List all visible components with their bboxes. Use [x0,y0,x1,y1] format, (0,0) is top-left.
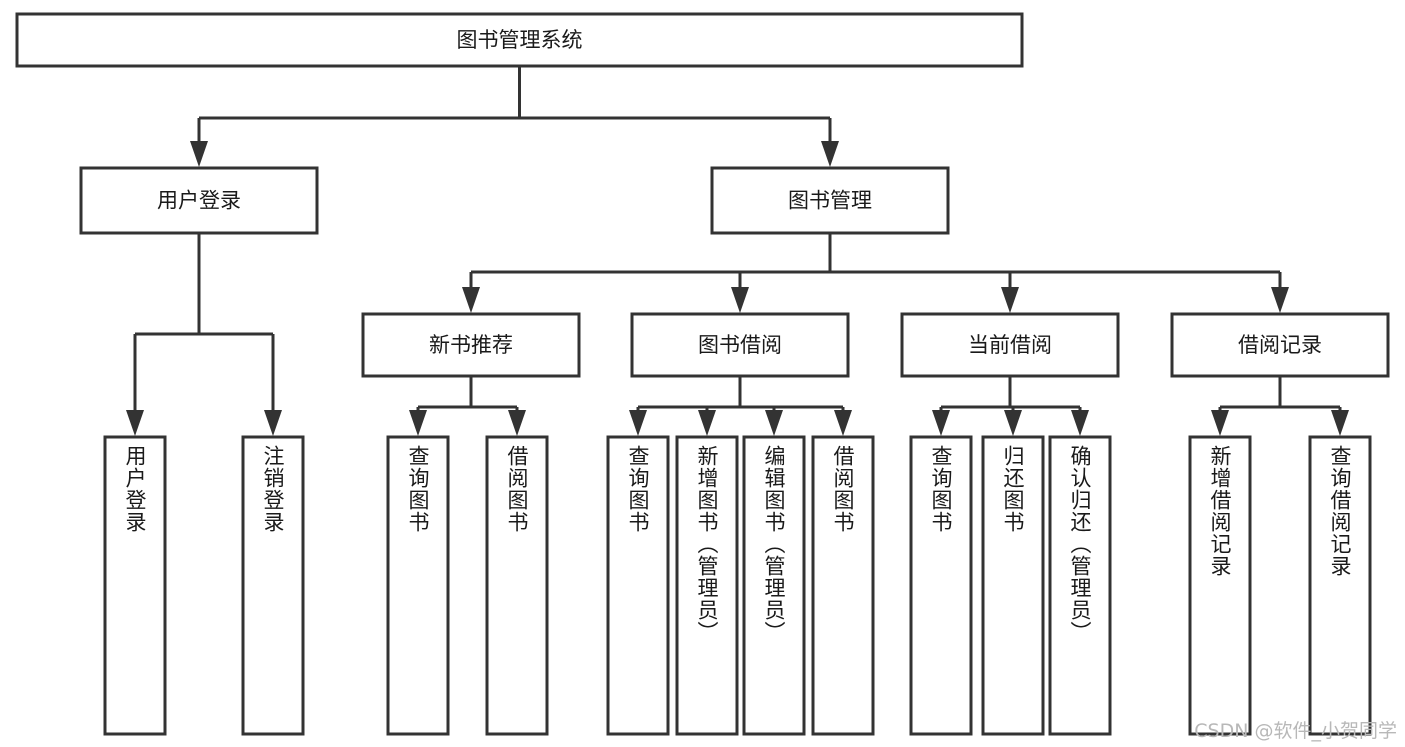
leaf-label-wrap: 用户登录 [123,445,148,533]
node-l-query-book-3[interactable]: 查询图书 [909,435,973,736]
node-n-book-manage[interactable]: 图书管理 [710,166,950,235]
leaf-label: 注销登录 [261,445,286,533]
arrow-head-icon [821,141,839,167]
arrow-head-icon [190,141,208,167]
node-l-add-book[interactable]: 新增图书（管理员） [675,435,739,736]
arrow-head-icon [264,410,282,436]
leaf-label: 编辑图书（管理员） [762,445,787,643]
node-label: 图书管理 [788,189,872,213]
arrow-head-icon [765,410,783,436]
node-label: 新书推荐 [429,333,513,357]
leaf-label: 借阅图书 [831,445,856,533]
node-n-new-book-rec[interactable]: 新书推荐 [361,312,581,378]
node-l-user-logout[interactable]: 注销登录 [241,435,305,736]
arrow-head-icon [462,287,480,313]
arrow-head-icon [1211,410,1229,436]
node-l-query-book-2[interactable]: 查询图书 [606,435,670,736]
leaf-label: 查询图书 [626,445,651,533]
node-n-user-login[interactable]: 用户登录 [79,166,319,235]
node-l-borrow-book-2[interactable]: 借阅图书 [811,435,875,736]
leaf-label-wrap: 查询图书 [406,445,431,533]
node-l-confirm-return[interactable]: 确认归还（管理员） [1048,435,1112,736]
node-l-borrow-book-1[interactable]: 借阅图书 [485,435,549,736]
branch-book-borrow [629,376,852,436]
leaf-label-wrap: 注销登录 [261,445,286,533]
arrow-head-icon [1331,410,1349,436]
arrow-head-icon [629,410,647,436]
node-l-user-login[interactable]: 用户登录 [103,435,167,736]
branch-user-login [126,233,282,436]
arrow-head-icon [409,410,427,436]
arrow-head-icon [508,410,526,436]
node-label: 用户登录 [157,189,241,213]
arrow-head-icon [1004,410,1022,436]
leaf-label: 新增图书（管理员） [695,445,720,643]
leaf-label: 查询图书 [406,445,431,533]
leaf-label-wrap: 新增图书（管理员） [695,445,720,643]
arrow-head-icon [1271,287,1289,313]
leaf-label: 归还图书 [1001,445,1026,533]
leaf-label-wrap: 查询图书 [626,445,651,533]
arrow-head-icon [834,410,852,436]
node-l-query-record[interactable]: 查询借阅记录 [1308,435,1372,736]
arrow-head-icon [731,287,749,313]
watermark-text: CSDN @软件_小贺同学 [1194,720,1397,742]
branch-current-borrow [932,376,1089,436]
branch-borrow-record [1211,376,1349,436]
arrow-head-icon [932,410,950,436]
node-l-add-record[interactable]: 新增借阅记录 [1188,435,1252,736]
connector-layer [126,66,1349,436]
leaf-label: 查询借阅记录 [1328,445,1353,577]
leaf-label: 查询图书 [929,445,954,533]
node-label: 图书借阅 [698,333,782,357]
leaf-label-wrap: 编辑图书（管理员） [762,445,787,643]
node-l-edit-book[interactable]: 编辑图书（管理员） [742,435,806,736]
arrow-head-icon [1071,410,1089,436]
branch-root [190,66,839,167]
node-n-borrow-record[interactable]: 借阅记录 [1170,312,1390,378]
leaf-label-wrap: 借阅图书 [505,445,530,533]
node-layer: 图书管理系统用户登录图书管理新书推荐图书借阅当前借阅借阅记录用户登录注销登录查询… [15,12,1390,736]
leaf-label: 新增借阅记录 [1208,445,1233,577]
arrow-head-icon [126,410,144,436]
node-label: 图书管理系统 [457,28,583,52]
branch-new-book-rec [409,376,526,436]
arrow-head-icon [698,410,716,436]
leaf-label: 确认归还（管理员） [1068,445,1093,643]
leaf-label: 用户登录 [123,445,148,533]
leaf-label: 借阅图书 [505,445,530,533]
branch-book-manage [462,233,1289,313]
node-root-system[interactable]: 图书管理系统 [15,12,1024,68]
node-label: 当前借阅 [968,333,1052,357]
leaf-label-wrap: 新增借阅记录 [1208,445,1233,577]
node-n-current-borrow[interactable]: 当前借阅 [900,312,1120,378]
leaf-label-wrap: 归还图书 [1001,445,1026,533]
node-n-book-borrow[interactable]: 图书借阅 [630,312,850,378]
leaf-label-wrap: 查询借阅记录 [1328,445,1353,577]
leaf-label-wrap: 借阅图书 [831,445,856,533]
node-l-return-book[interactable]: 归还图书 [981,435,1045,736]
arrow-head-icon [1001,287,1019,313]
leaf-label-wrap: 确认归还（管理员） [1068,445,1093,643]
node-label: 借阅记录 [1238,333,1322,357]
leaf-label-wrap: 查询图书 [929,445,954,533]
node-l-query-book-1[interactable]: 查询图书 [386,435,450,736]
